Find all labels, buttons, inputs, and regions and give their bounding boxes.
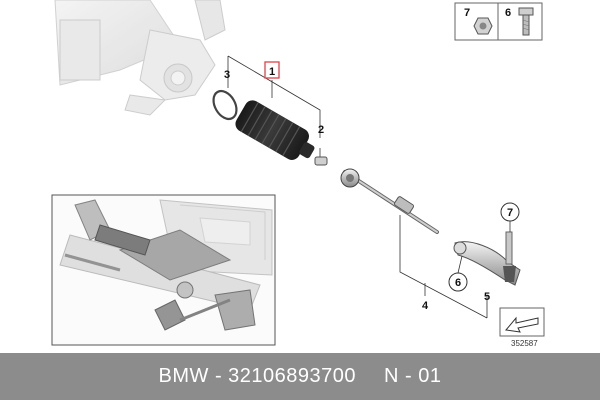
legend-bolt-label: 6 xyxy=(505,7,511,19)
footer-brand: BMW xyxy=(158,365,209,387)
callout-4: 4 xyxy=(422,300,429,312)
callout-7: 7 xyxy=(507,207,513,219)
callout-5: 5 xyxy=(484,291,490,303)
tie-rod xyxy=(340,168,439,234)
part-footer: BMW - 32106893700 N - 01 xyxy=(0,353,600,400)
callout-circle-7: 7 xyxy=(500,202,520,232)
legend-nut-label: 7 xyxy=(464,7,470,19)
tie-rod-end xyxy=(453,231,521,286)
clamp-ring xyxy=(212,89,238,121)
nut-icon xyxy=(473,17,493,35)
callout-circle-6: 6 xyxy=(448,255,468,292)
bellows-boot xyxy=(235,100,315,160)
footer-group-code: N - 01 xyxy=(384,365,442,387)
fastener-legend: 7 6 xyxy=(454,2,543,41)
callout-2: 2 xyxy=(318,124,324,136)
leader-lines-boot xyxy=(227,55,321,160)
diagram-canvas: 7 6 3 1 2 4 5 7 6 xyxy=(51,0,545,348)
callout-3: 3 xyxy=(224,69,230,81)
diagram-number: 352587 xyxy=(511,339,538,348)
callout-1: 1 xyxy=(269,66,275,78)
bolt-icon xyxy=(518,7,534,36)
leader-lines-rod xyxy=(399,215,488,319)
small-clamp xyxy=(314,156,328,166)
callout-6: 6 xyxy=(455,277,461,289)
direction-arrow-icon xyxy=(499,307,545,337)
vehicle-overview-inset xyxy=(51,194,276,346)
steering-gear-ghost xyxy=(54,0,226,116)
footer-part-number: 32106893700 xyxy=(228,365,357,387)
footer-separator: - xyxy=(214,365,223,387)
highlight-box xyxy=(264,61,280,79)
